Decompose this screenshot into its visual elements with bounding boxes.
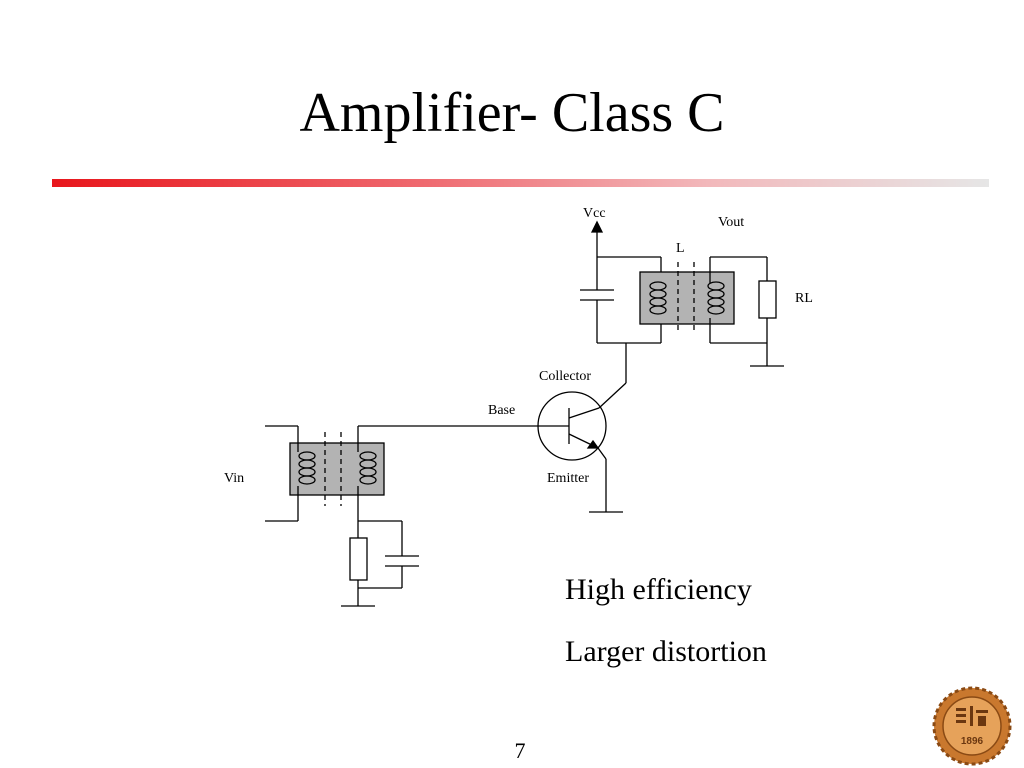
label-rl: RL <box>795 291 813 306</box>
input-wiring <box>265 425 403 607</box>
output-transformer <box>639 262 735 334</box>
slide-title: Amplifier- Class C <box>299 82 725 144</box>
label-base: Base <box>488 403 515 418</box>
bullet-high-efficiency: High efficiency <box>565 573 752 606</box>
npn-transistor <box>537 391 623 513</box>
bias-resistor <box>349 537 368 581</box>
label-l: L <box>676 241 685 256</box>
seal-year: 1896 <box>961 736 984 747</box>
label-vin: Vin <box>224 471 244 486</box>
title-rule <box>52 179 989 187</box>
label-emitter: Emitter <box>547 471 589 486</box>
output-primary-coil <box>649 281 667 315</box>
bullet-larger-distortion: Larger distortion <box>565 635 767 668</box>
input-transformer <box>289 432 385 506</box>
input-secondary-coil <box>359 451 377 485</box>
label-vcc: Vcc <box>583 206 606 221</box>
university-seal-icon: 1896 <box>932 686 1012 766</box>
output-wiring <box>709 256 784 367</box>
label-collector: Collector <box>539 369 591 384</box>
page-number: 7 <box>514 738 526 763</box>
output-secondary-coil <box>707 281 725 315</box>
bias-capacitor <box>385 555 419 567</box>
input-primary-coil <box>298 451 316 485</box>
tank-capacitor <box>580 289 614 301</box>
label-vout: Vout <box>718 215 744 230</box>
vcc-arrow <box>590 220 604 257</box>
load-resistor-rl <box>758 280 777 319</box>
